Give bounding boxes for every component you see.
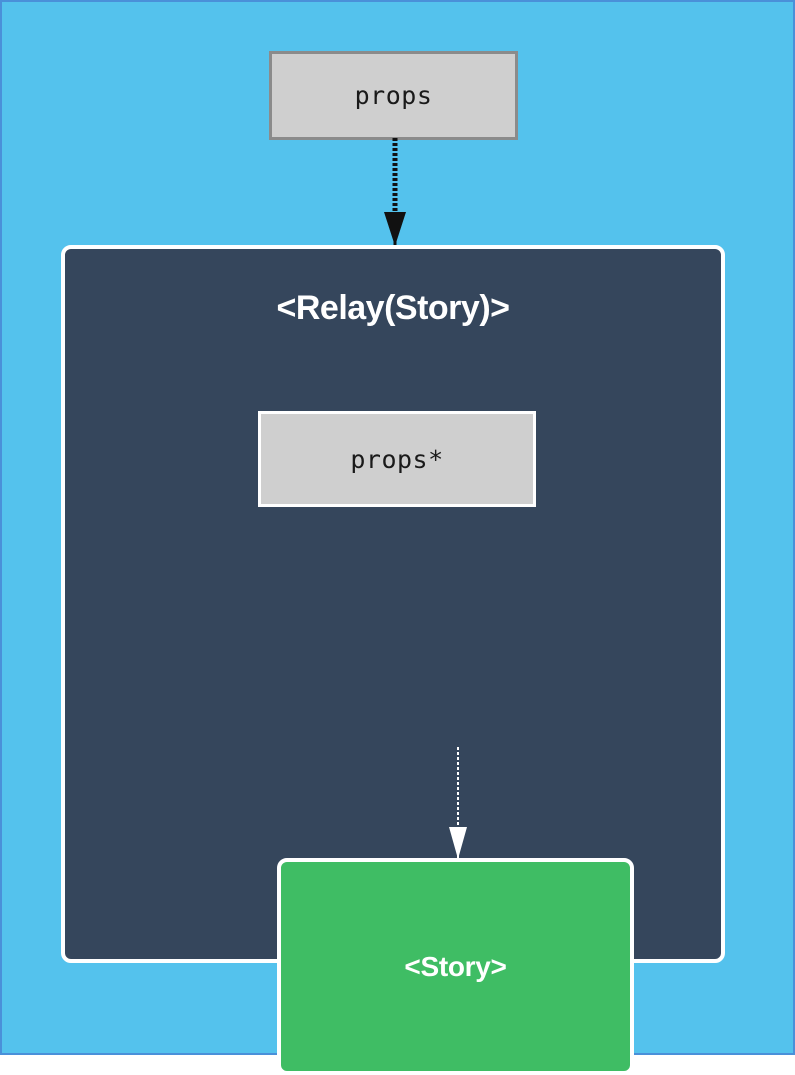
relay-container-title: <Relay(Story)> (276, 289, 511, 327)
edge-props-star-to-story (435, 747, 481, 861)
node-story[interactable]: <Story> (277, 858, 634, 1075)
node-story-label: <Story> (404, 950, 507, 982)
node-props-label: props (354, 81, 433, 110)
edge-props-to-relay (372, 138, 418, 248)
node-props-star[interactable]: props* (258, 411, 536, 507)
node-props[interactable]: props (269, 51, 518, 140)
node-relay-container[interactable]: <Relay(Story)> props* <Story> (61, 245, 725, 1075)
node-props-star-label: props* (350, 444, 444, 474)
